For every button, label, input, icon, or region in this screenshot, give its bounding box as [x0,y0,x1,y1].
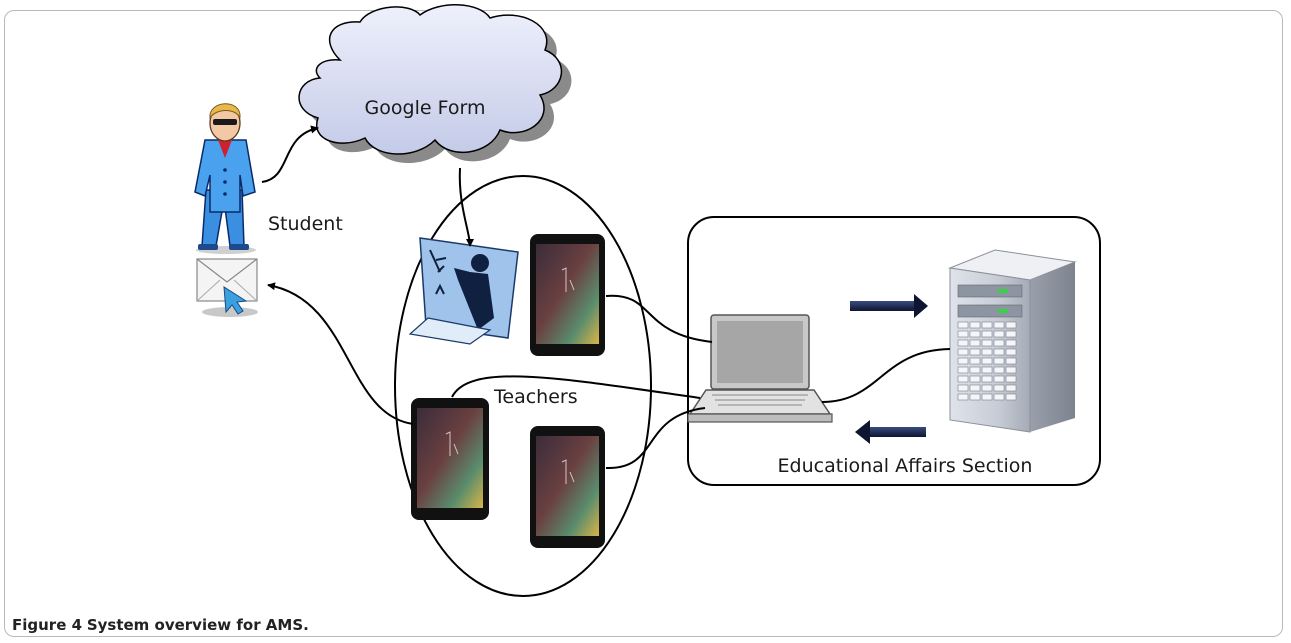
teachers-ellipse [394,175,652,597]
tablet-bottom-to-laptop-link [605,407,706,470]
section-box [687,216,1101,486]
cloud-icon [298,4,572,164]
tablet-left-to-laptop-link [451,375,701,399]
figure-frame [4,10,1283,637]
arrow-left-icon [855,420,926,444]
connectors [261,125,951,470]
student-icon [194,103,256,254]
arrow-right-icon [850,294,928,318]
laptop-to-server-link [821,348,951,403]
caption-text: System overview for AMS. [86,616,309,634]
form-to-teacher-arrow [458,167,474,247]
student-to-form-arrow [261,125,319,183]
figure-caption: Figure 4 System overview for AMS. [12,616,309,634]
laptop-icon [687,314,833,423]
teacher-icon [408,237,519,345]
teachers-label: Teachers [493,386,578,408]
envelope-icon [196,258,258,317]
student-label: Student [268,213,343,235]
tablet-top-icon [530,234,605,356]
tablet-top-to-laptop-link [605,294,713,343]
tablet-to-email-arrow [267,282,414,425]
section-label: Educational Affairs Section [778,455,1033,477]
google-form-label: Google Form [365,97,486,119]
tablet-left-icon [411,398,489,520]
tablet-bottom-icon [530,426,605,548]
figure-number: Figure 4 [12,616,83,634]
server-icon [948,249,1077,433]
